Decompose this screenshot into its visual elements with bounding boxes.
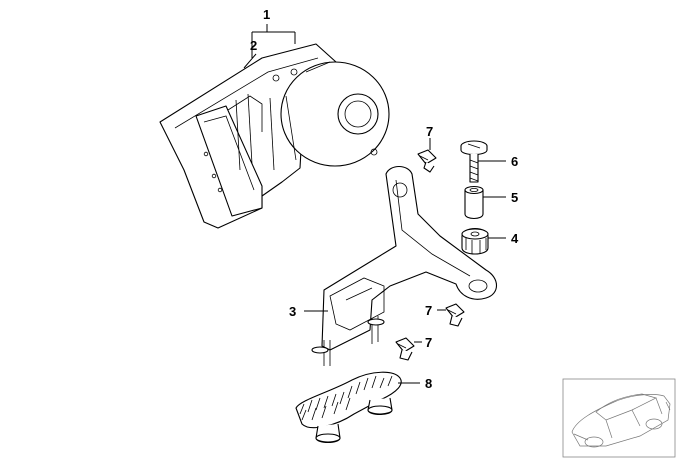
vehicle-thumbnail: [562, 378, 676, 458]
screw-upper[interactable]: [417, 149, 437, 173]
callout-7a: 7: [426, 124, 433, 139]
leader-2: [243, 53, 257, 69]
rubber-mount[interactable]: [461, 227, 489, 255]
screw-lower[interactable]: [395, 337, 415, 361]
callout-1: 1: [263, 7, 270, 22]
bracket[interactable]: [311, 165, 498, 367]
callout-3: 3: [289, 304, 296, 319]
damper-pad[interactable]: [295, 371, 402, 444]
hydraulic-unit[interactable]: [159, 43, 390, 229]
callout-6: 6: [511, 154, 518, 169]
callout-7b: 7: [425, 303, 432, 318]
callout-5: 5: [511, 190, 518, 205]
callout-7c: 7: [425, 335, 432, 350]
callout-2: 2: [250, 38, 257, 53]
screw-middle[interactable]: [445, 303, 465, 327]
callout-8: 8: [425, 376, 432, 391]
bolt[interactable]: [460, 140, 488, 183]
callout-4: 4: [511, 231, 519, 246]
leader-1: [251, 24, 296, 58]
sleeve[interactable]: [464, 185, 484, 220]
